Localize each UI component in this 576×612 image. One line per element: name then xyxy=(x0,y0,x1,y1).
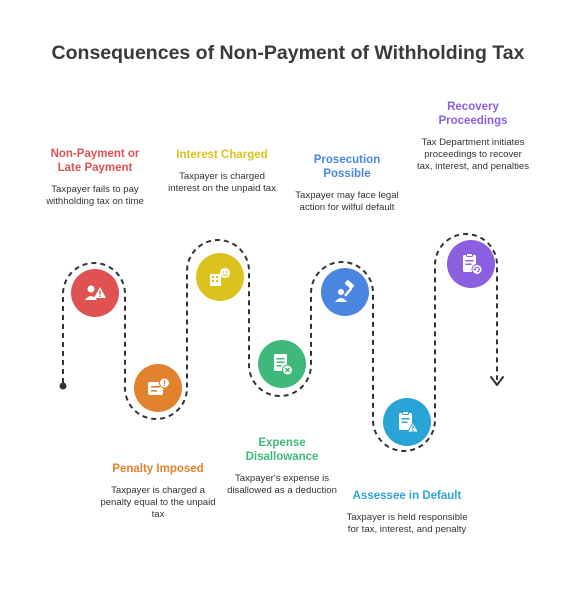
step-2-heading: Penalty Imposed xyxy=(112,463,204,475)
step-2-description: Taxpayer is charged a penalty equal to t… xyxy=(100,485,216,520)
warning-clipboard-icon xyxy=(399,411,420,433)
step-6-description: Taxpayer is held responsible for tax, in… xyxy=(346,512,468,535)
alert-person-icon xyxy=(85,285,106,300)
step-7-node xyxy=(447,240,495,288)
step-4-text: Expense Disallowance Taxpayer's expense … xyxy=(222,436,342,497)
step-4-node xyxy=(258,340,306,388)
step-7-heading: Recovery Proceedings xyxy=(438,101,508,127)
step-1-text: Non-Payment or Late Payment Taxpayer fai… xyxy=(38,147,152,208)
step-3-description: Taxpayer is charged interest on the unpa… xyxy=(168,171,276,194)
step-1-node xyxy=(71,269,119,317)
start-dot xyxy=(59,382,67,390)
recovery-clipboard-icon xyxy=(463,253,483,275)
step-6-heading: Assessee in Default xyxy=(352,490,462,502)
end-arrow-icon xyxy=(490,376,504,386)
disallowed-document-icon xyxy=(274,354,293,376)
step-6-node xyxy=(383,398,431,446)
step-7-text: Recovery Proceedings Tax Department init… xyxy=(416,100,530,173)
step-5-description: Taxpayer may face legal action for wilfu… xyxy=(295,190,399,213)
step-5-heading: Prosecution Possible xyxy=(313,154,381,180)
step-6-text: Assessee in Default Taxpayer is held res… xyxy=(346,489,468,536)
step-3-heading: Interest Charged xyxy=(176,149,268,161)
step-1-heading: Non-Payment or Late Payment xyxy=(50,148,140,174)
step-5-text: Prosecution Possible Taxpayer may face l… xyxy=(290,153,404,214)
penalty-notice-icon xyxy=(148,377,170,395)
step-3-node xyxy=(196,253,244,301)
interest-building-icon xyxy=(210,268,230,286)
step-2-node xyxy=(134,364,182,412)
step-3-text: Interest Charged Taxpayer is charged int… xyxy=(165,148,279,195)
step-1-description: Taxpayer fails to pay withholding tax on… xyxy=(46,184,144,207)
step-4-heading: Expense Disallowance xyxy=(245,437,319,463)
gavel-icon xyxy=(335,280,355,302)
page-title: Consequences of Non-Payment of Withholdi… xyxy=(51,42,525,64)
step-4-description: Taxpayer's expense is disallowed as a de… xyxy=(227,473,337,496)
step-7-description: Tax Department initiates proceedings to … xyxy=(417,137,529,172)
step-5-node xyxy=(321,268,369,316)
step-2-text: Penalty Imposed Taxpayer is charged a pe… xyxy=(98,462,218,521)
